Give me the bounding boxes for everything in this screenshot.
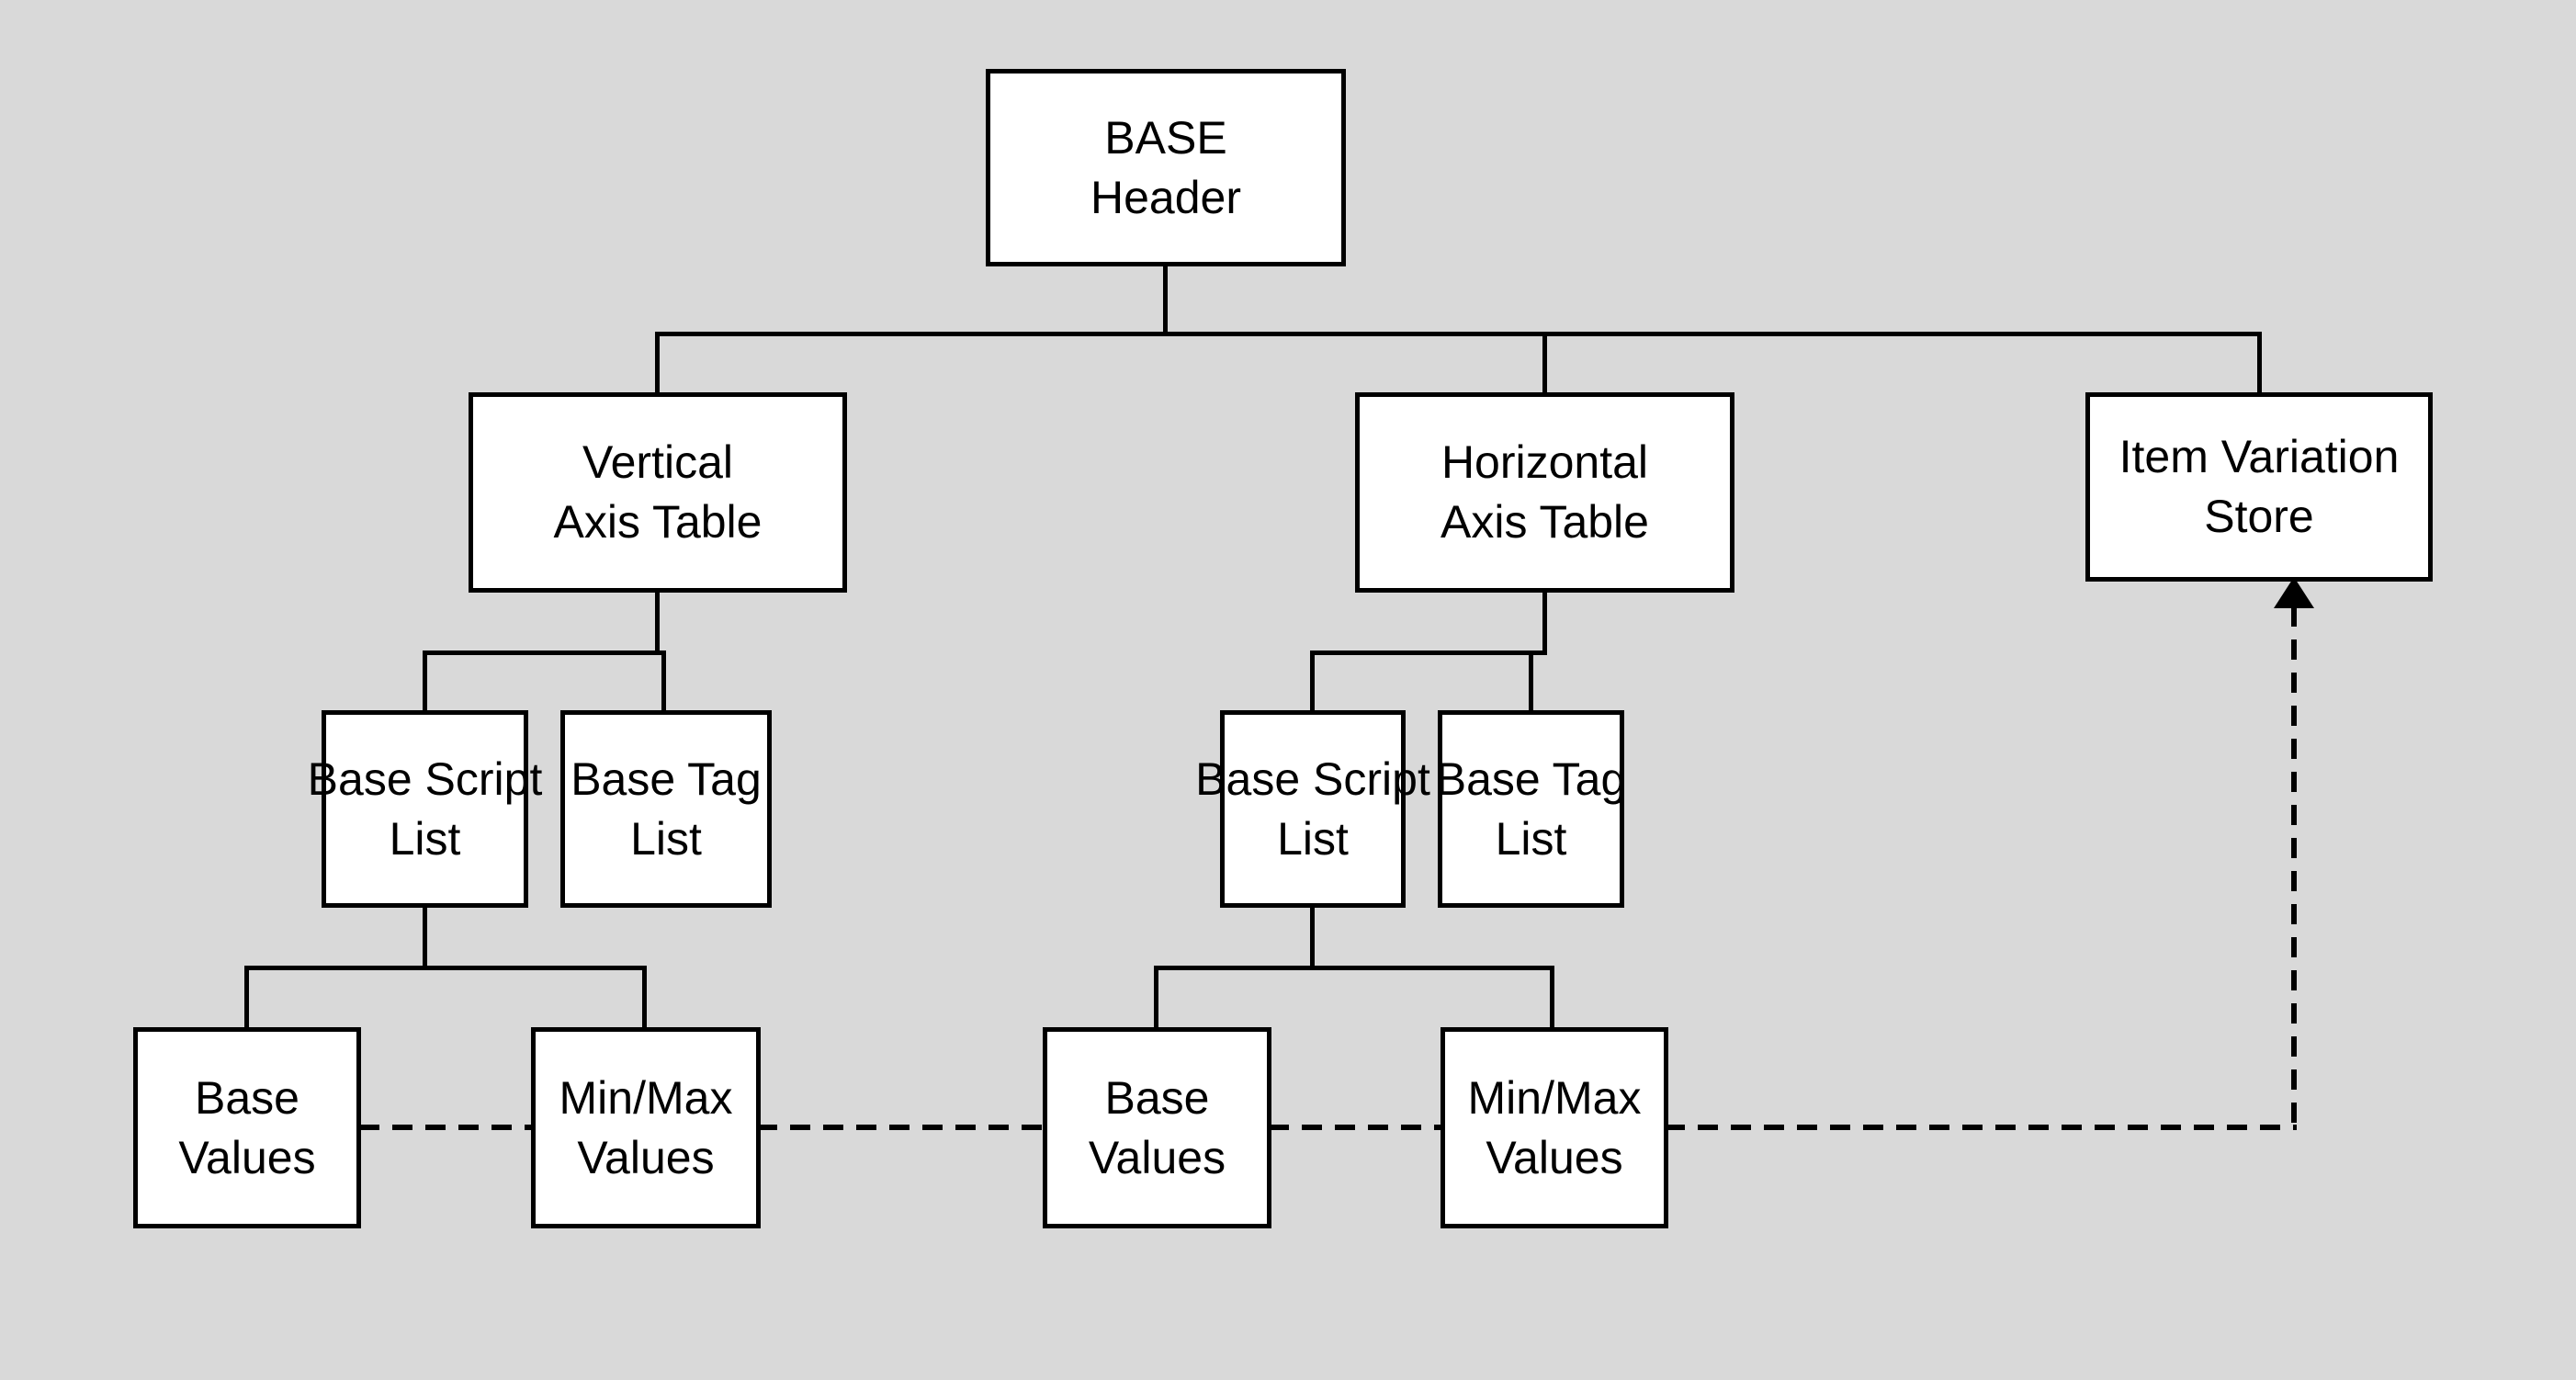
connector-bsl-right-bus [1154,966,1554,970]
node-min-max-values-right-line2: Values [1486,1131,1623,1183]
node-base-script-list-left[interactable]: Base Script List [308,710,542,908]
node-min-max-values-right[interactable]: Min/Max Values [1441,1027,1668,1228]
dashed-connector-min-max-right-to-item-variation [1665,1125,2297,1130]
node-base-script-list-right-line2: List [1277,812,1349,865]
node-min-max-values-left[interactable]: Min/Max Values [531,1027,761,1228]
node-base-script-list-right[interactable]: Base Script List [1195,710,1430,908]
node-min-max-values-left-line2: Values [577,1131,715,1183]
node-base-header[interactable]: BASE Header [986,69,1346,266]
connector-top-bus-to-vertical-axis [655,332,660,396]
node-vertical-axis-table-line2: Axis Table [553,496,763,548]
dashed-connector-base-values-right-to-min-max-right [1269,1125,1443,1130]
connector-bsl-left-bus [244,966,647,970]
connector-horizontal-axis-to-base-tag-list [1529,650,1533,715]
node-base-tag-list-right-line1: Base Tag [1435,752,1627,805]
node-base-header-line1: BASE [1104,111,1227,164]
dashed-connector-base-values-left-to-min-max-left [359,1125,534,1130]
node-base-tag-list-left-line2: List [630,812,702,865]
node-base-script-list-left-line2: List [389,812,461,865]
node-base-values-left-line1: Base [195,1071,299,1124]
node-base-tag-list-left[interactable]: Base Tag List [560,710,772,908]
node-base-values-right-line2: Values [1088,1131,1226,1183]
node-base-values-left-line2: Values [178,1131,316,1183]
node-min-max-values-left-line1: Min/Max [559,1071,733,1124]
node-base-values-left[interactable]: Base Values [133,1027,361,1228]
node-base-values-right[interactable]: Base Values [1043,1027,1271,1228]
connector-vertical-axis-to-base-script-list [423,650,427,715]
node-base-script-list-left-line1: Base Script [307,752,543,805]
node-item-variation-store-line1: Item Variation [2118,431,2400,482]
node-base-tag-list-right[interactable]: Base Tag List [1435,710,1627,908]
connector-top-bus-to-item-variation [2257,332,2262,396]
connector-horizontal-axis-stem [1542,591,1547,655]
node-base-header-line2: Header [1090,171,1241,223]
connector-bsl-left-to-base-values [244,966,249,1030]
arrowhead-to-item-variation-store [2274,577,2314,608]
connector-bsl-left-to-min-max [642,966,647,1030]
connector-base-header-stem [1163,265,1168,336]
node-item-variation-store-line2: Store [2204,491,2314,542]
node-horizontal-axis-table-line2: Axis Table [1441,496,1649,548]
dashed-connector-min-max-left-to-base-values-right [757,1125,1046,1130]
connector-bsl-left-stem [423,906,427,970]
connector-vertical-axis-bus [423,650,666,655]
node-base-tag-list-left-line1: Base Tag [571,752,762,805]
connector-horizontal-axis-to-base-script-list [1310,650,1315,715]
node-vertical-axis-table[interactable]: Vertical Axis Table [469,392,847,593]
node-item-variation-store[interactable]: Item Variation Store [2085,392,2433,582]
node-horizontal-axis-table-line1: Horizontal [1441,436,1649,488]
connector-top-bus-to-horizontal-axis [1542,332,1547,396]
node-base-values-right-line1: Base [1104,1071,1210,1124]
connector-vertical-axis-stem [655,591,660,655]
dashed-connector-riser-to-item-variation [2291,606,2297,1128]
connector-bsl-right-to-base-values [1154,966,1158,1030]
connector-bsl-right-stem [1310,906,1315,970]
connector-horizontal-axis-bus [1310,650,1545,655]
node-min-max-values-right-line1: Min/Max [1467,1071,1642,1124]
node-horizontal-axis-table[interactable]: Horizontal Axis Table [1355,392,1734,593]
node-vertical-axis-table-line1: Vertical [582,436,733,488]
connector-vertical-axis-to-base-tag-list [661,650,666,715]
node-base-script-list-right-line1: Base Script [1195,752,1430,805]
connector-top-bus [655,332,2262,336]
connector-bsl-right-to-min-max [1550,966,1554,1030]
node-base-tag-list-right-line2: List [1495,812,1567,865]
